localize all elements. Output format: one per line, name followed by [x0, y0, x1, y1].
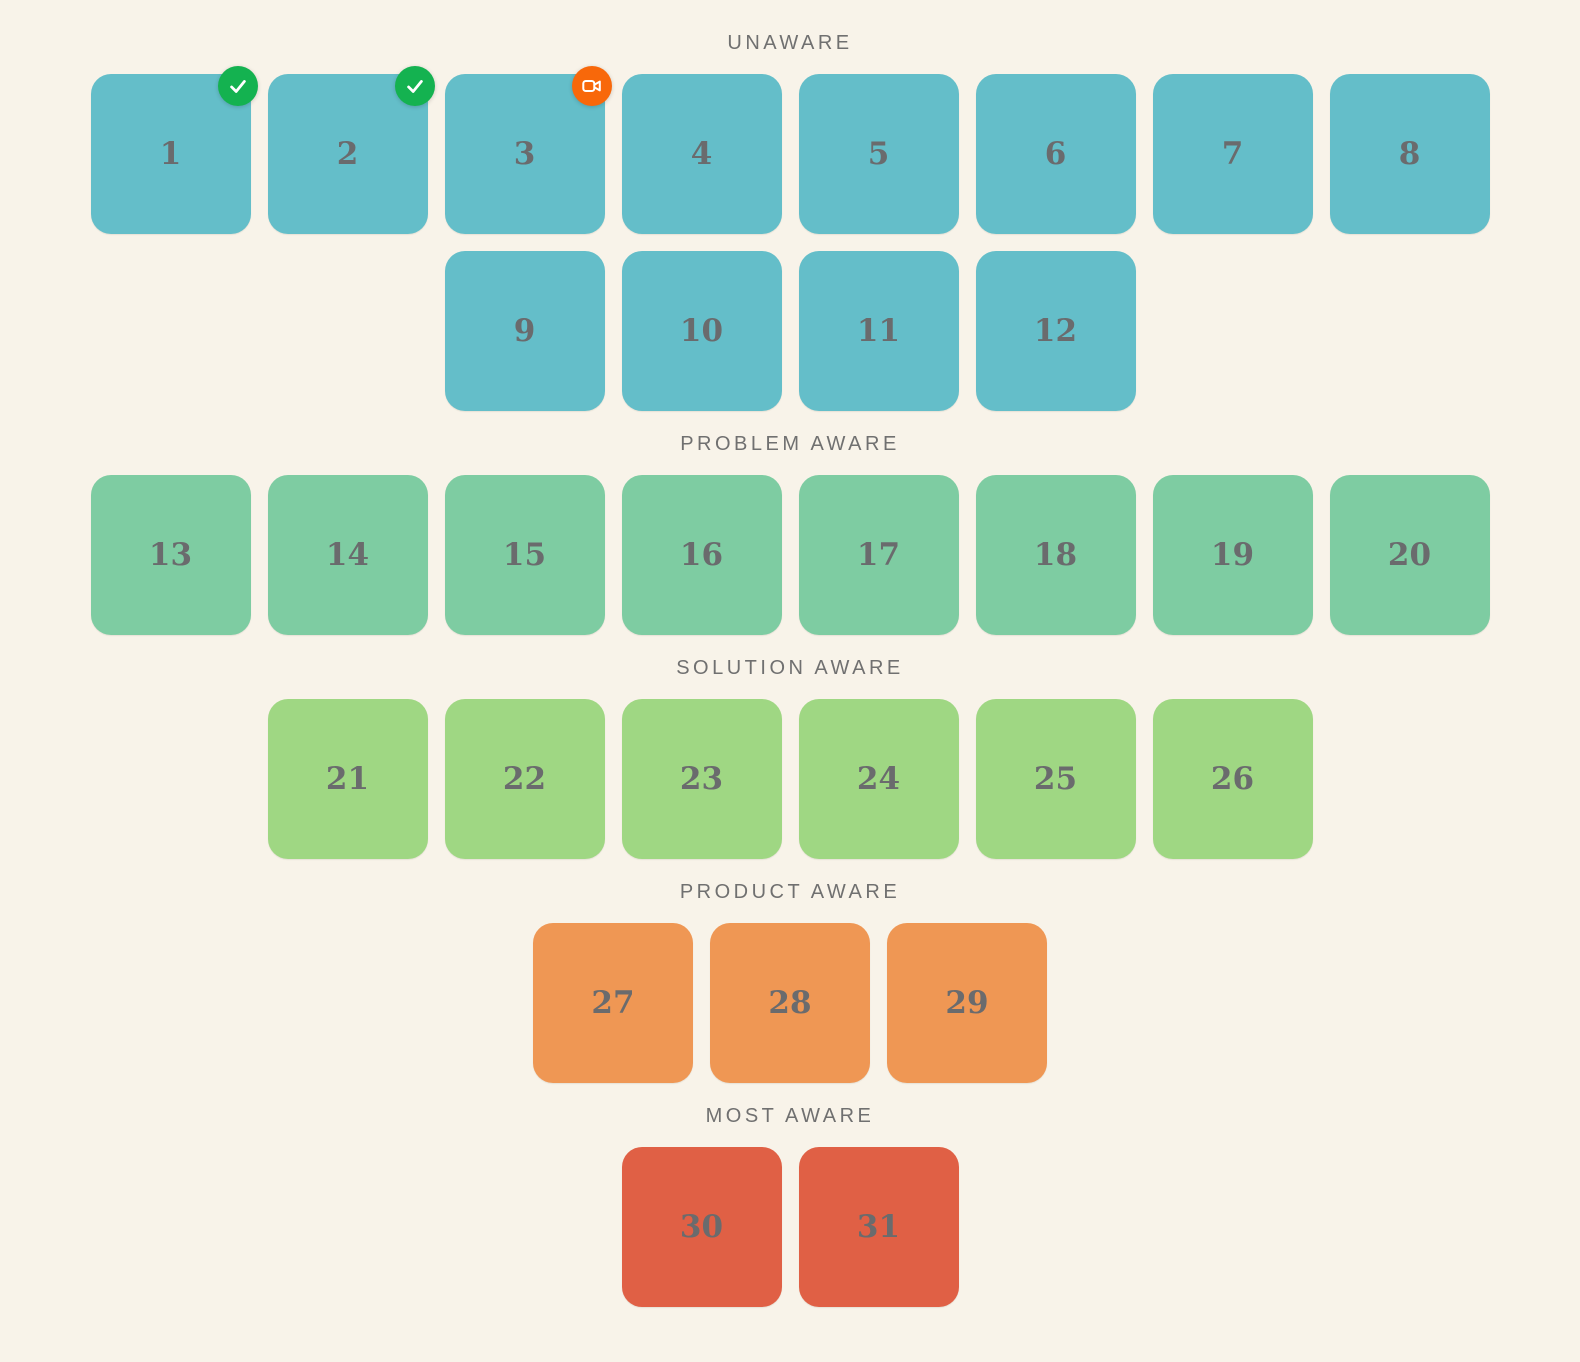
section-most-aware: MOST AWARE 30 31	[0, 1105, 1580, 1307]
tile-number: 20	[1387, 537, 1432, 573]
tile-14[interactable]: 14	[267, 475, 428, 635]
tile-number: 13	[148, 537, 193, 573]
section-unaware: UNAWARE 1 2 3 4 5 6 7 8 9 10 11 12	[0, 32, 1580, 411]
section-product-aware: PRODUCT AWARE 27 28 29	[0, 881, 1580, 1083]
tile-number: 24	[856, 761, 901, 797]
check-icon	[229, 80, 246, 93]
section-label-unaware: UNAWARE	[727, 32, 853, 54]
tile-6[interactable]: 6	[975, 74, 1136, 234]
tile-7[interactable]: 7	[1152, 74, 1313, 234]
tile-22[interactable]: 22	[444, 699, 605, 859]
tile-number: 30	[679, 1209, 724, 1245]
section-solution-aware: SOLUTION AWARE 21 22 23 24 25 26	[0, 657, 1580, 859]
tile-number: 3	[513, 136, 536, 172]
tile-15[interactable]: 15	[444, 475, 605, 635]
section-rows: 27 28 29	[0, 923, 1580, 1083]
tile-21[interactable]: 21	[267, 699, 428, 859]
tile-29[interactable]: 29	[887, 923, 1047, 1083]
tile-row: 1 2 3 4 5 6 7 8	[0, 66, 1580, 234]
tile-9[interactable]: 9	[444, 251, 605, 411]
tile-2[interactable]: 2	[267, 66, 435, 234]
tile-20[interactable]: 20	[1329, 475, 1490, 635]
tile-number: 17	[856, 537, 901, 573]
tile-number: 26	[1210, 761, 1255, 797]
tile-number: 15	[502, 537, 547, 573]
tile-number: 9	[513, 313, 536, 349]
tile-row: 21 22 23 24 25 26	[0, 699, 1580, 859]
tile-number: 28	[768, 985, 812, 1021]
tile-26[interactable]: 26	[1152, 699, 1313, 859]
video-camera-icon	[581, 79, 601, 93]
tile-13[interactable]: 13	[90, 475, 251, 635]
tile-row: 30 31	[0, 1147, 1580, 1307]
tile-number: 27	[591, 985, 635, 1021]
section-label-product-aware: PRODUCT AWARE	[679, 881, 901, 903]
tile-number: 31	[856, 1209, 901, 1245]
tile-number: 22	[502, 761, 547, 797]
check-icon	[406, 80, 423, 93]
tile-number: 5	[867, 136, 890, 172]
section-rows: 13 14 15 16 17 18 19 20	[0, 475, 1580, 635]
section-rows: 21 22 23 24 25 26	[0, 699, 1580, 859]
check-badge	[394, 66, 435, 106]
tile-row: 13 14 15 16 17 18 19 20	[0, 475, 1580, 635]
tile-24[interactable]: 24	[798, 699, 959, 859]
tile-number: 7	[1221, 136, 1244, 172]
tile-3[interactable]: 3	[444, 66, 612, 234]
tile-17[interactable]: 17	[798, 475, 959, 635]
tile-number: 25	[1033, 761, 1078, 797]
section-rows: 30 31	[0, 1147, 1580, 1307]
tile-number: 21	[325, 761, 370, 797]
tile-number: 1	[159, 136, 182, 172]
tile-number: 4	[690, 136, 713, 172]
section-label-solution-aware: SOLUTION AWARE	[676, 657, 904, 679]
section-label-problem-aware: PROBLEM AWARE	[680, 433, 900, 455]
tile-number: 2	[336, 136, 359, 172]
check-badge	[217, 66, 258, 106]
tile-23[interactable]: 23	[621, 699, 782, 859]
tile-10[interactable]: 10	[621, 251, 782, 411]
tile-18[interactable]: 18	[975, 475, 1136, 635]
tile-5[interactable]: 5	[798, 74, 959, 234]
tile-30[interactable]: 30	[621, 1147, 782, 1307]
tile-row: 27 28 29	[0, 923, 1580, 1083]
tile-19[interactable]: 19	[1152, 475, 1313, 635]
tile-number: 19	[1210, 537, 1255, 573]
tile-27[interactable]: 27	[533, 923, 693, 1083]
tile-12[interactable]: 12	[975, 251, 1136, 411]
tile-number: 14	[325, 537, 370, 573]
tile-number: 18	[1033, 537, 1078, 573]
tile-number: 6	[1044, 136, 1067, 172]
section-rows: 1 2 3 4 5 6 7 8 9 10 11 12	[0, 66, 1580, 411]
tile-number: 23	[679, 761, 724, 797]
section-problem-aware: PROBLEM AWARE 13 14 15 16 17 18 19 20	[0, 433, 1580, 635]
section-label-most-aware: MOST AWARE	[705, 1105, 875, 1127]
tile-number: 16	[679, 537, 724, 573]
tile-number: 29	[945, 985, 989, 1021]
tile-25[interactable]: 25	[975, 699, 1136, 859]
tile-16[interactable]: 16	[621, 475, 782, 635]
tile-11[interactable]: 11	[798, 251, 959, 411]
tile-number: 12	[1033, 313, 1078, 349]
tile-number: 8	[1398, 136, 1421, 172]
tile-8[interactable]: 8	[1329, 74, 1490, 234]
tile-28[interactable]: 28	[710, 923, 870, 1083]
tile-4[interactable]: 4	[621, 74, 782, 234]
tile-number: 10	[679, 313, 724, 349]
video-camera-badge	[571, 66, 612, 106]
awareness-board: UNAWARE 1 2 3 4 5 6 7 8 9 10 11 12 PROBL…	[0, 32, 1580, 1307]
tile-1[interactable]: 1	[90, 66, 258, 234]
tile-31[interactable]: 31	[798, 1147, 959, 1307]
tile-number: 11	[856, 313, 901, 349]
tile-row: 9 10 11 12	[0, 251, 1580, 411]
